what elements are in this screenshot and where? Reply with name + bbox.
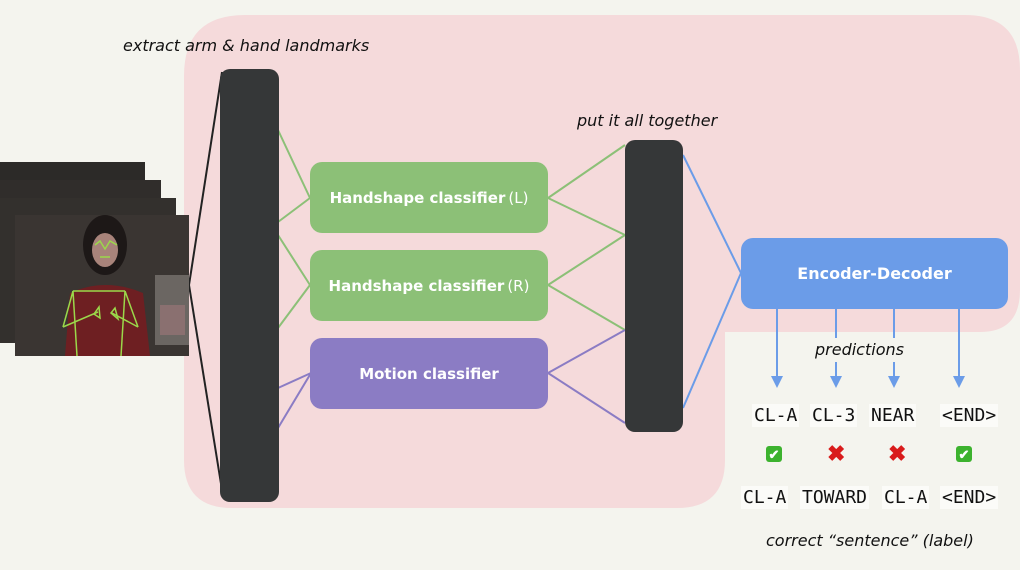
node-title: Handshape classifier bbox=[329, 188, 506, 207]
prediction-token: CL-3 bbox=[810, 404, 858, 427]
arrowhead-icon bbox=[771, 376, 783, 388]
node-suffix: (L) bbox=[508, 188, 529, 207]
fusion-bar bbox=[625, 140, 683, 432]
prediction-arrows bbox=[771, 308, 965, 388]
label-token: <END> bbox=[940, 486, 999, 509]
extract-landmarks-label: extract arm & hand landmarks bbox=[123, 36, 370, 55]
edge-fusion-to-encoder bbox=[682, 154, 742, 274]
arrowhead-icon bbox=[888, 376, 900, 388]
edge-handshape-l-to-fusion bbox=[547, 197, 626, 236]
prediction-token: CL-A bbox=[752, 404, 800, 427]
node-title: Handshape classifier bbox=[328, 276, 505, 295]
node-title: Motion classifier bbox=[359, 364, 499, 383]
check-icon: ✔ bbox=[766, 446, 782, 462]
edge-landmarks-to-motion bbox=[277, 372, 312, 389]
handshape-classifier-left: Handshape classifier (L) bbox=[310, 162, 548, 233]
pose-skeleton bbox=[15, 215, 189, 356]
video-frame-landmarks bbox=[15, 215, 189, 356]
label-token: TOWARD bbox=[800, 486, 870, 509]
motion-classifier: Motion classifier bbox=[310, 338, 548, 409]
check-icon: ✔ bbox=[956, 446, 972, 462]
edge-fusion-to-encoder bbox=[682, 272, 742, 409]
predictions-label: predictions bbox=[815, 340, 904, 359]
edge-landmarks-to-handshape-l bbox=[277, 129, 311, 199]
node-title: Encoder-Decoder bbox=[797, 264, 952, 283]
label-token: CL-A bbox=[741, 486, 789, 509]
landmark-extraction-bar bbox=[220, 69, 279, 502]
prediction-token: <END> bbox=[940, 404, 999, 427]
edge-handshape-l-to-fusion bbox=[547, 144, 626, 199]
cross-icon: ✖ bbox=[888, 441, 907, 466]
edge-handshape-r-to-fusion bbox=[547, 284, 626, 331]
edge-motion-to-fusion bbox=[547, 329, 626, 374]
edge-landmarks-to-handshape-r bbox=[277, 234, 311, 286]
correct-sentence-label: correct “sentence” (label) bbox=[766, 531, 974, 550]
encoder-decoder: Encoder-Decoder bbox=[741, 238, 1008, 309]
arrowhead-icon bbox=[953, 376, 965, 388]
edge-motion-to-fusion bbox=[547, 372, 626, 424]
edge-landmarks-to-handshape-r bbox=[277, 284, 311, 329]
node-suffix: (R) bbox=[507, 276, 530, 295]
edge-handshape-r-to-fusion bbox=[547, 234, 626, 286]
edge-photo-to-landmarks-top bbox=[188, 71, 223, 286]
arrowhead-icon bbox=[830, 376, 842, 388]
prediction-token: NEAR bbox=[869, 404, 917, 427]
label-token: CL-A bbox=[882, 486, 930, 509]
handshape-classifier-right: Handshape classifier (R) bbox=[310, 250, 548, 321]
cross-icon: ✖ bbox=[827, 441, 846, 466]
edge-landmarks-to-handshape-l bbox=[277, 197, 311, 223]
put-together-label: put it all together bbox=[577, 111, 718, 130]
edge-landmarks-to-motion bbox=[277, 372, 312, 429]
edge-photo-to-landmarks-bottom bbox=[188, 284, 223, 491]
